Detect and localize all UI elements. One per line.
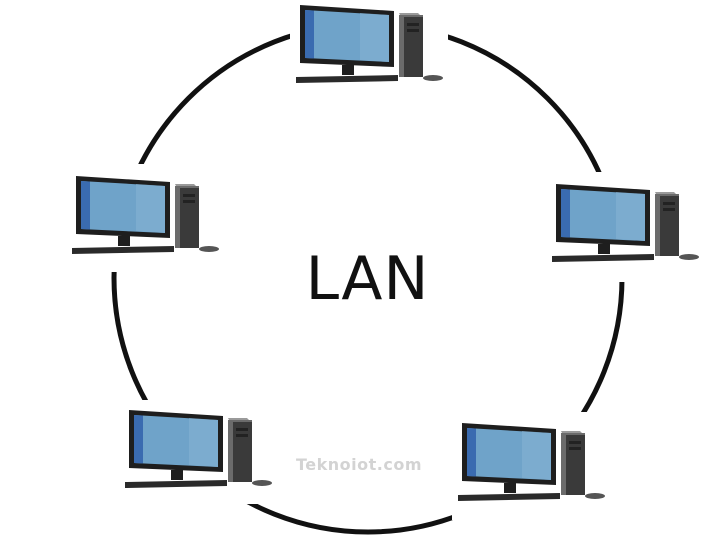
watermark-text: Teknoiot.com (296, 455, 423, 474)
center-label-lan: LAN (305, 244, 430, 314)
